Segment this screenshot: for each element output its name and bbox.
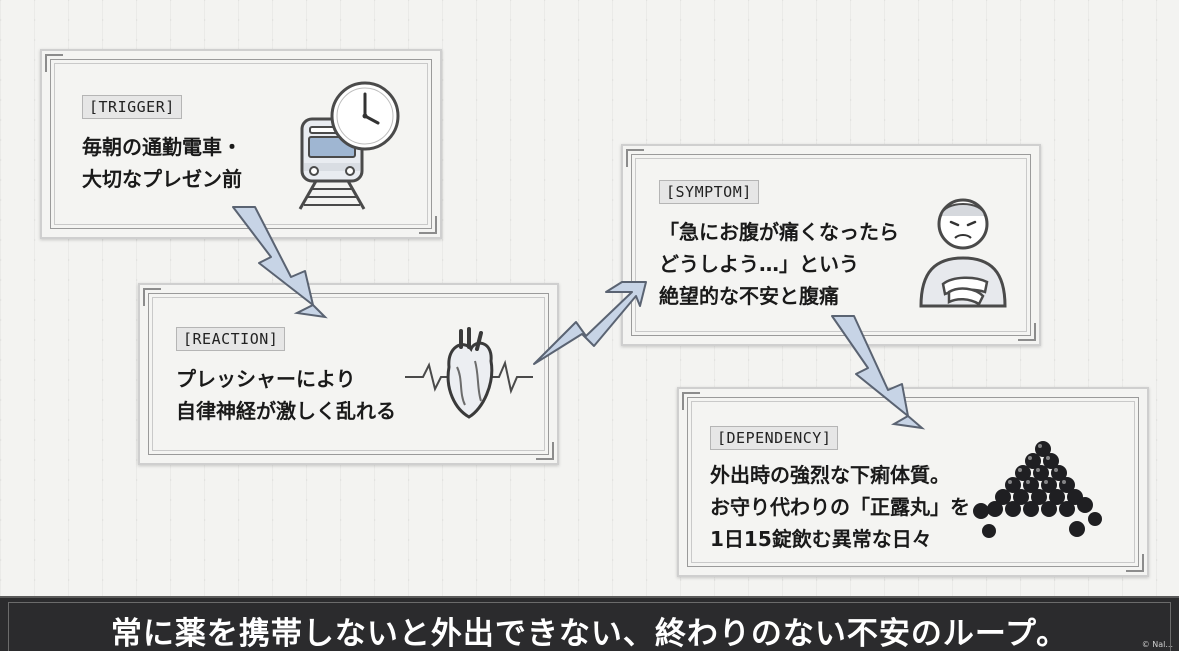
clock-icon (330, 81, 400, 151)
caption-text: 常に薬を携帯しないと外出できない、終わりのない不安のループ。 (110, 616, 1069, 651)
person-stomachache-icon (919, 198, 1007, 308)
dependency-card: [DEPENDENCY] 外出時の強烈な下痢体質。 お守り代わりの「正露丸」を … (677, 387, 1149, 577)
symptom-card: [SYMPTOM] 「急にお腹が痛くなったら どうしよう…」という 絶望的な不安… (621, 144, 1041, 346)
trigger-tag: [TRIGGER] (82, 95, 182, 119)
credit-text: © Nal... (1141, 640, 1173, 649)
symptom-text: 「急にお腹が痛くなったら どうしよう…」という 絶望的な不安と腹痛 (659, 216, 899, 312)
dependency-line-1: 外出時の強烈な下痢体質。 (710, 463, 950, 487)
reaction-card: [REACTION] プレッシャーにより 自律神経が激しく乱れる (138, 283, 559, 465)
symptom-line-3: 絶望的な不安と腹痛 (659, 284, 839, 308)
symptom-line-1: 「急にお腹が痛くなったら (659, 220, 899, 244)
trigger-card: [TRIGGER] 毎朝の通勤電車・ 大切なプレゼン前 (40, 49, 442, 239)
pill-pile-icon (973, 441, 1102, 538)
heart-icon (405, 327, 533, 419)
reaction-text: プレッシャーにより 自律神経が激しく乱れる (176, 363, 396, 427)
reaction-line-1: プレッシャーにより (176, 367, 356, 391)
reaction-tag: [REACTION] (176, 327, 286, 351)
caption-banner: 常に薬を携帯しないと外出できない、終わりのない不安のループ。 © Nal... (0, 596, 1179, 651)
symptom-line-2: どうしよう…」という (659, 252, 859, 276)
arrow-trigger-to-reaction (232, 206, 328, 319)
dependency-tag: [DEPENDENCY] (710, 426, 839, 450)
symptom-tag: [SYMPTOM] (659, 180, 759, 204)
trigger-line-2: 大切なプレゼン前 (82, 167, 242, 191)
trigger-text: 毎朝の通勤電車・ 大切なプレゼン前 (82, 131, 242, 195)
dependency-text: 外出時の強烈な下痢体質。 お守り代わりの「正露丸」を 1日15錠飲む異常な日々 (710, 459, 970, 555)
arrow-reaction-to-symptom (533, 281, 647, 365)
reaction-line-2: 自律神経が激しく乱れる (176, 399, 396, 423)
dependency-line-3: 1日15錠飲む異常な日々 (710, 527, 932, 551)
trigger-line-1: 毎朝の通勤電車・ (82, 135, 242, 159)
arrow-symptom-to-dependency (831, 315, 926, 430)
dependency-line-2: お守り代わりの「正露丸」を (710, 495, 970, 519)
